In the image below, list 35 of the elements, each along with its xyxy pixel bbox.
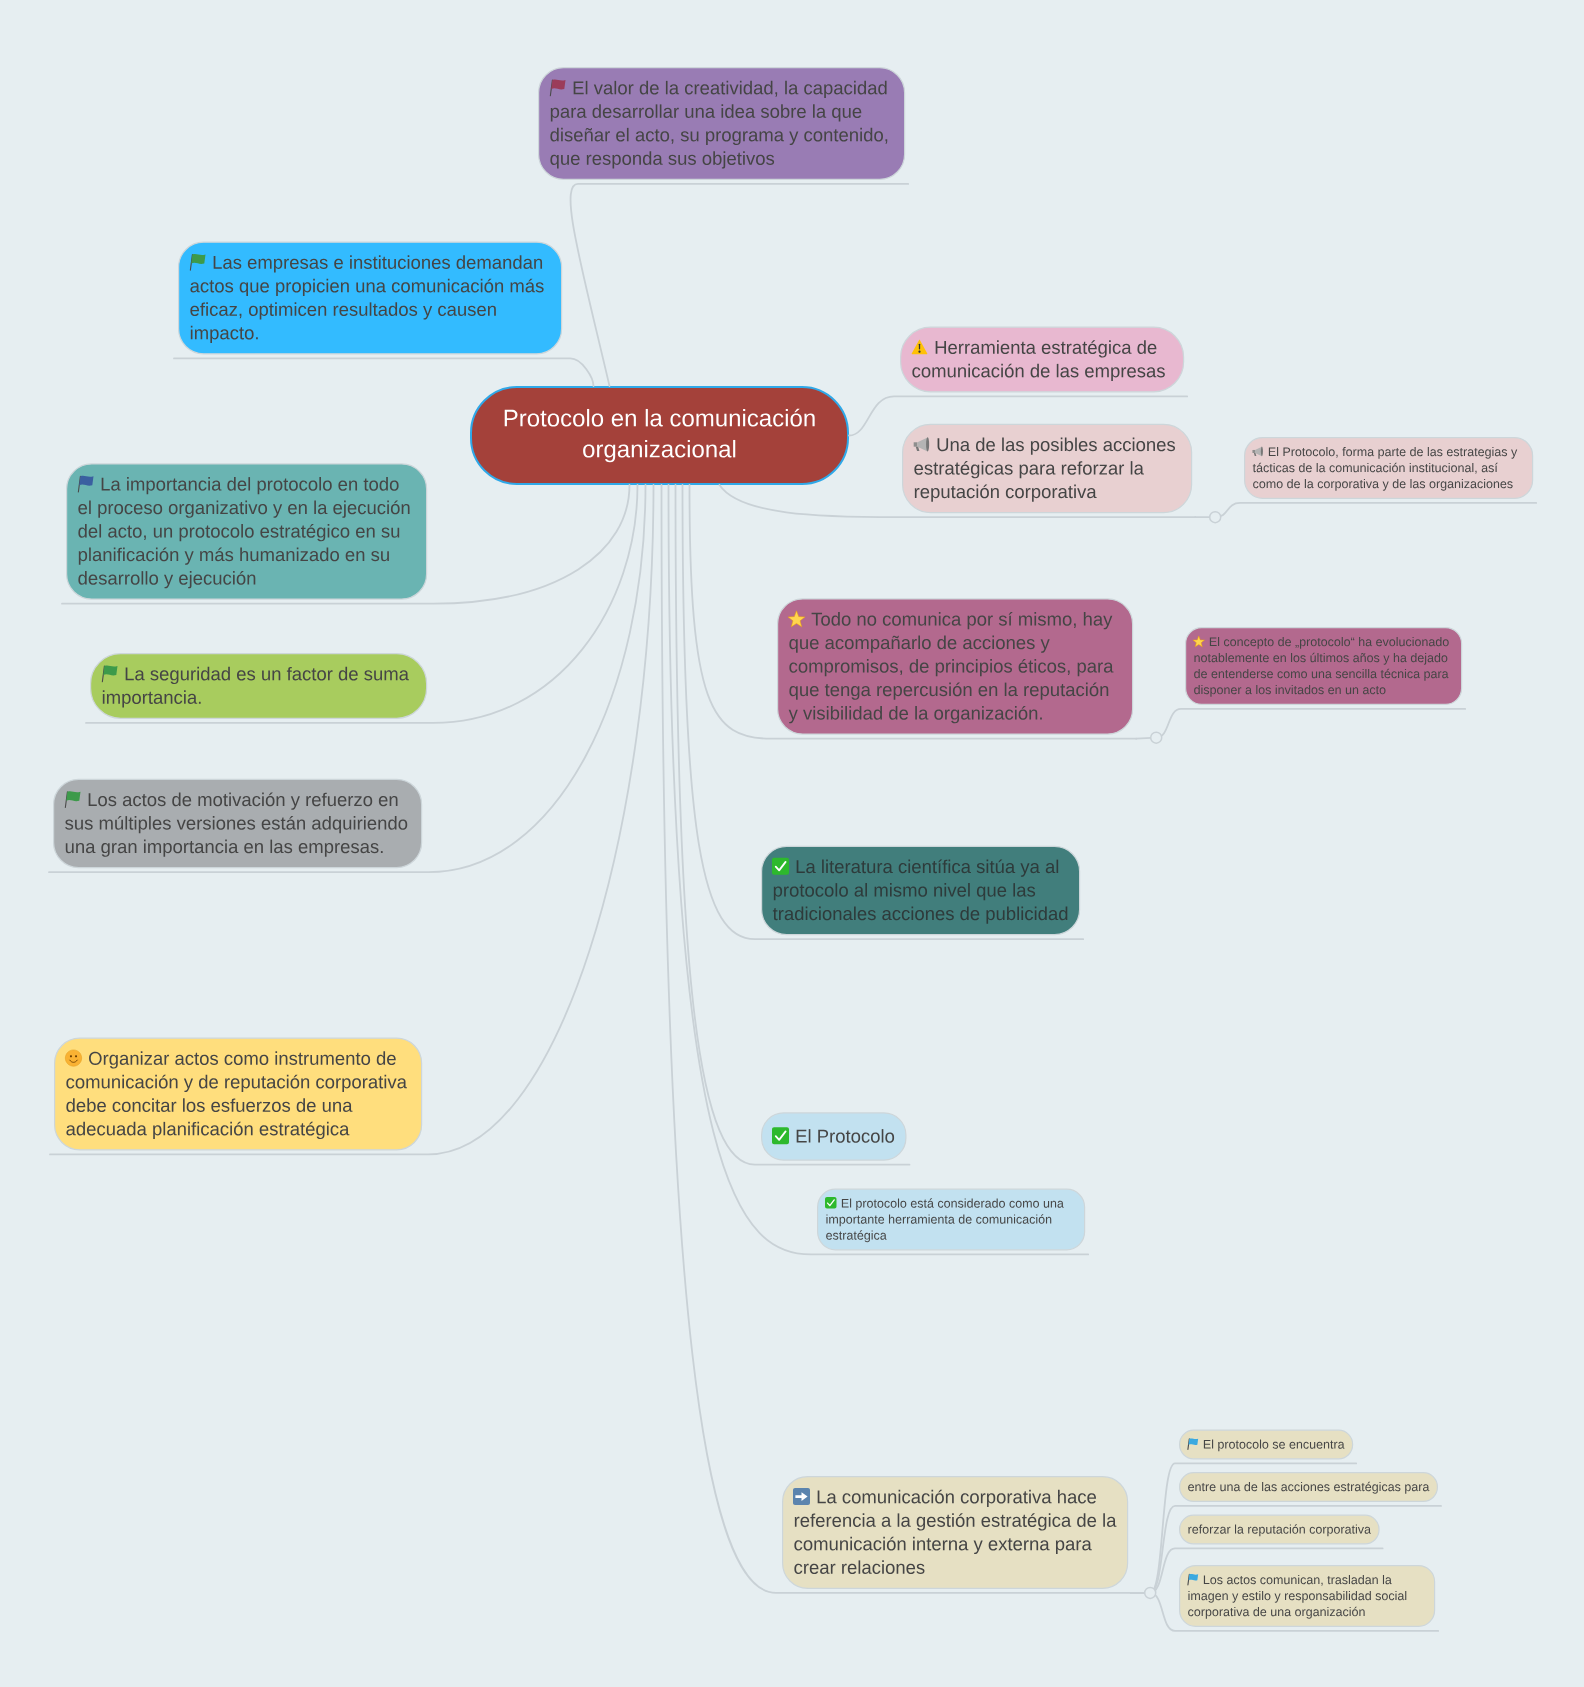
connector xyxy=(61,484,631,605)
central-topic: Protocolo en la comunicación organizacional xyxy=(470,386,849,485)
connector xyxy=(674,484,911,1166)
connector xyxy=(85,484,639,724)
connector xyxy=(48,484,647,874)
topic-box: La literatura científica sitúa ya al protocolo al mismo nivel que las tradicionales acciones de publicidad xyxy=(761,845,1081,936)
topic-box: La importancia del protocolo en todo el proceso organizativo y en la ejecución del acto, un protocolo estratégico en su planificación y más humanizado en su desarrollo y ejecución xyxy=(66,463,428,600)
topic-box: Organizar actos como instrumento de comunicación y de reputación corporativa debe concitar los esfuerzos de una adecuada planificación estratégica xyxy=(54,1037,423,1151)
subtopic-box: El protocolo se encuentra xyxy=(1179,1429,1354,1460)
connector xyxy=(1135,708,1467,740)
subtopic-box: El Protocolo, forma parte de las estrategias y tácticas de la comunicación institucional, así como de la corporativa y de las organizaciones xyxy=(1244,437,1534,499)
connector xyxy=(848,395,1189,437)
topic-box: La comunicación corporativa hace referencia a la gestión estratégica de la comunicación interna y externa para crear relaciones xyxy=(782,1476,1129,1589)
subtopic-box: reforzar la reputación corporativa xyxy=(1179,1514,1380,1545)
connector xyxy=(1194,502,1538,519)
connector xyxy=(681,484,1085,941)
topic-box: Una de las posibles acciones estratégicas para reforzar la reputación corporativa xyxy=(902,423,1193,514)
connector xyxy=(667,484,1090,1256)
connector xyxy=(718,484,1197,519)
topic-box: Los actos de motivación y refuerzo en sus múltiples versiones están adquiriendo una gran importancia en las empresas. xyxy=(53,778,423,869)
connector xyxy=(49,484,655,1156)
connector xyxy=(660,484,1133,1594)
subtopic-box: El protocolo está considerado como una importante herramienta de comunicación estratégica xyxy=(817,1188,1086,1251)
subtopic-box: entre una de las acciones estratégicas para xyxy=(1179,1472,1438,1502)
topic-box: El valor de la creatividad, la capacidad para desarrollar una idea sobre la que diseñar el acto, su programa y contenido, que responda sus objetivos xyxy=(538,67,906,180)
subtopic-box: Los actos comunican, trasladan la imagen y estilo y responsabilidad social corporativa de una organización xyxy=(1179,1565,1436,1627)
topic-box: Todo no comunica por sí mismo, hay que acompañarlo de acciones y compromisos, de principios éticos, para que tenga repercusión en la reputación y visibilidad de la organización. xyxy=(777,598,1134,735)
connector xyxy=(569,183,910,387)
topic-box: Herramienta estratégica de comunicación de las empresas xyxy=(900,326,1185,393)
topic-box: Las empresas e instituciones demandan actos que propicien una comunicación más eficaz, optimicen resultados y causen impacto. xyxy=(178,241,563,355)
connector xyxy=(173,357,595,387)
connector xyxy=(688,484,1138,740)
topic-box: El Protocolo xyxy=(761,1112,907,1161)
topic-box: La seguridad es un factor de suma importancia. xyxy=(90,653,428,719)
subtopic-box: El concepto de „protocolo“ ha evolucionado notablemente en los últimos años y ha dejado de entenderse como una sencilla técnica para disponer a los invitados en un acto xyxy=(1185,627,1463,705)
